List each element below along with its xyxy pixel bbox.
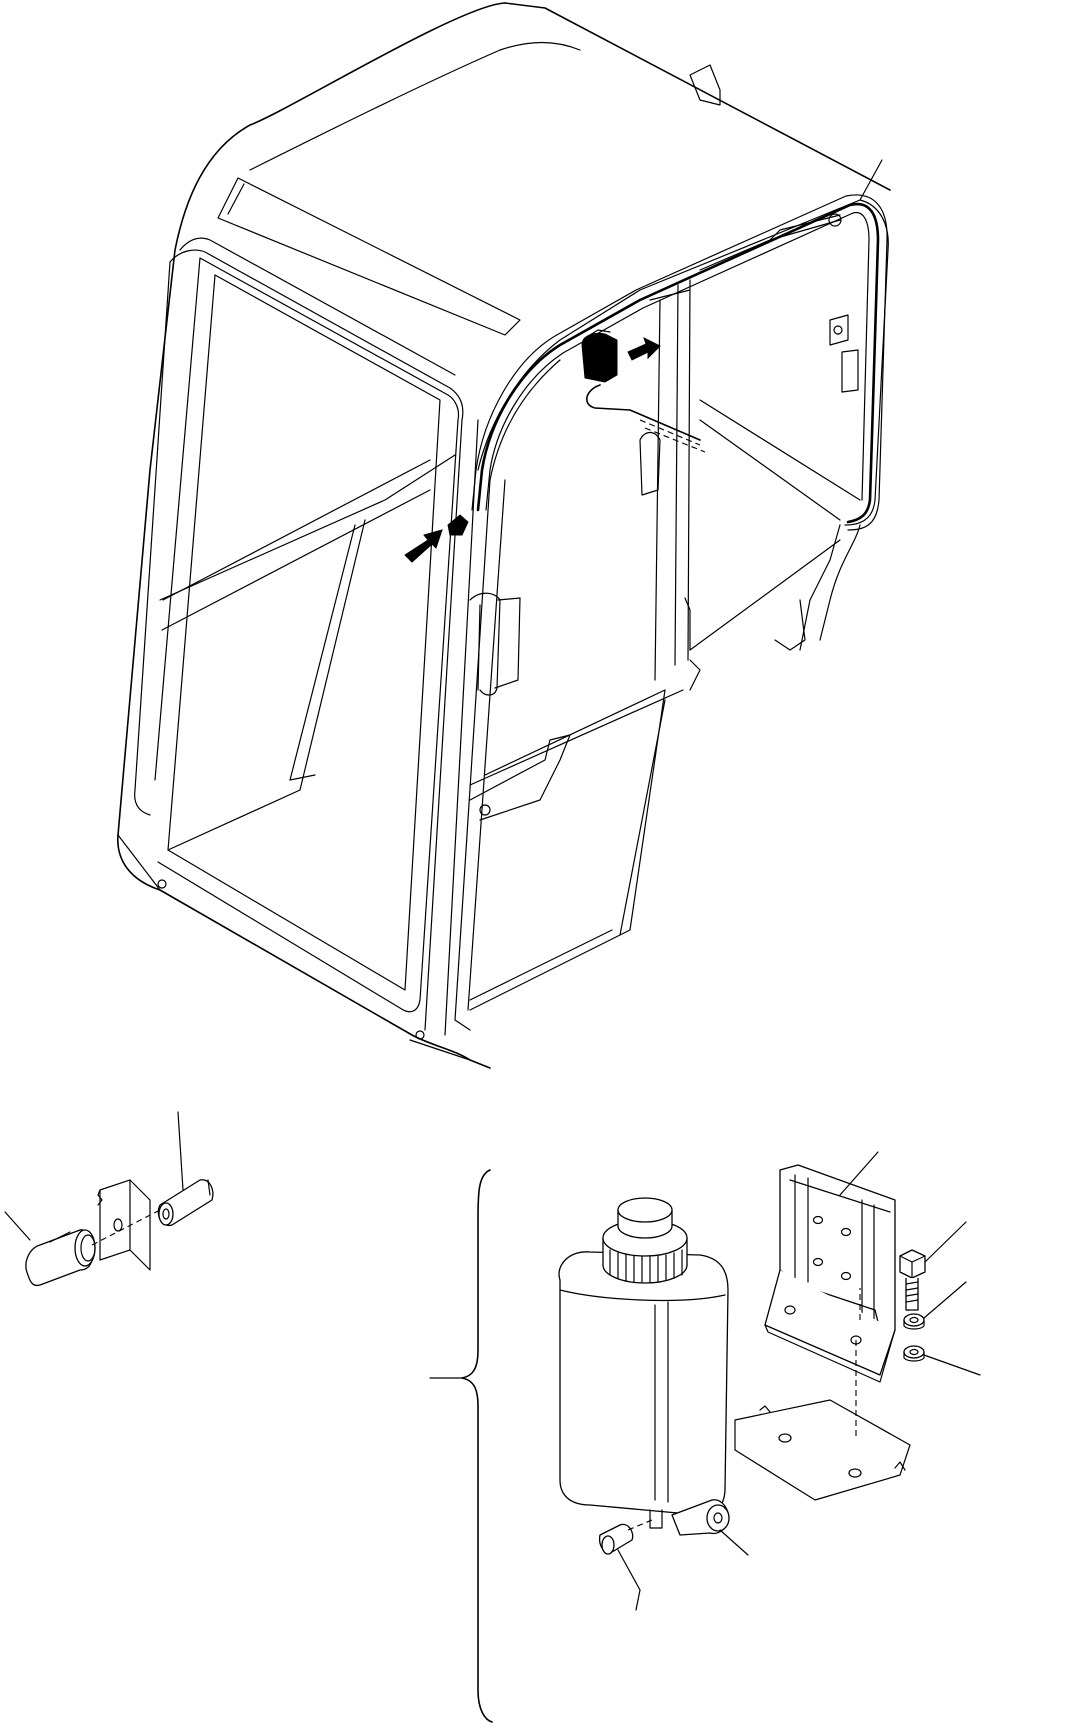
nozzle-detail [4, 1111, 214, 1287]
nozzle-location [404, 514, 469, 563]
washer-hose [471, 194, 888, 531]
cab-frame [117, 2, 891, 1069]
callout-leader-1 [859, 159, 883, 201]
group-brace [461, 1169, 493, 1723]
tank-location [581, 329, 661, 383]
bracket-detail [734, 1151, 981, 1501]
washer-tank-detail [558, 1197, 749, 1611]
